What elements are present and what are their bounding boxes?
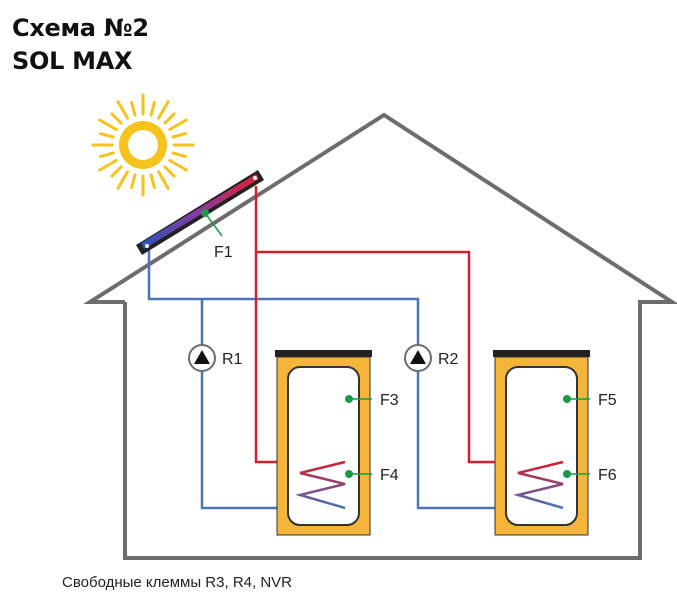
pump-r1 bbox=[188, 344, 216, 372]
sun-ray bbox=[149, 173, 156, 189]
tank-2 bbox=[493, 350, 590, 536]
sun-ray bbox=[130, 173, 137, 189]
tank-1 bbox=[275, 350, 372, 536]
label-r1: R1 bbox=[222, 351, 243, 368]
sun-ray bbox=[110, 112, 123, 125]
sun-ray bbox=[99, 132, 115, 139]
sun-ray bbox=[168, 118, 188, 131]
sun-ray bbox=[98, 118, 118, 131]
coil-tank-1 bbox=[295, 460, 346, 510]
sun-ray bbox=[163, 112, 176, 125]
sun-ray bbox=[116, 170, 129, 190]
sun-ray bbox=[157, 170, 170, 190]
label-f3: F3 bbox=[380, 392, 399, 409]
sun-icon bbox=[91, 93, 195, 197]
pump-r2 bbox=[404, 344, 432, 372]
diagram-subtitle: SOL MAX bbox=[12, 47, 133, 75]
sensor-f6 bbox=[563, 470, 571, 478]
sun-ray bbox=[130, 101, 137, 117]
footer-note: Свободные клеммы R3, R4, NVR bbox=[62, 574, 292, 591]
sun-ray bbox=[99, 151, 115, 158]
diagram-title: Схема №2 bbox=[12, 14, 149, 42]
sun-ray bbox=[98, 159, 118, 172]
label-f4: F4 bbox=[380, 467, 399, 484]
label-f1: F1 bbox=[214, 244, 233, 261]
sun-ray bbox=[110, 165, 123, 178]
house-outline bbox=[83, 112, 677, 560]
sun-ray bbox=[116, 100, 129, 120]
coil-tank-2 bbox=[513, 460, 564, 510]
label-r2: R2 bbox=[438, 351, 459, 368]
sensor-f3 bbox=[345, 395, 353, 403]
solar-collector-icon bbox=[136, 170, 264, 255]
sun-ray bbox=[163, 165, 176, 178]
cold-pipe-main bbox=[147, 250, 497, 510]
sun-ray bbox=[171, 151, 187, 158]
label-f5: F5 bbox=[598, 392, 617, 409]
sun-ray bbox=[171, 132, 187, 139]
sun-ray bbox=[149, 101, 156, 117]
sensor-f5 bbox=[563, 395, 571, 403]
sun-ray bbox=[157, 100, 170, 120]
sensor-f4 bbox=[345, 470, 353, 478]
label-f6: F6 bbox=[598, 467, 617, 484]
sun-ray bbox=[168, 159, 188, 172]
sensor-f1 bbox=[201, 209, 209, 217]
